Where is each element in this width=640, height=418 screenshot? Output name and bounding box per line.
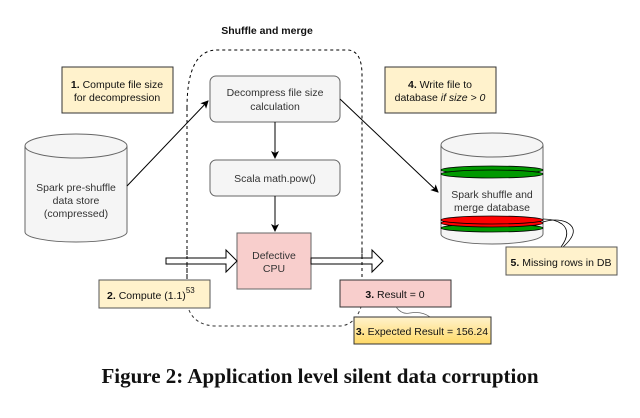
group-title: Shuffle and merge	[221, 25, 313, 37]
db-row-missing	[440, 215, 544, 225]
source-db-label-1: Spark pre-shuffle	[36, 182, 116, 194]
note-step4-line2: database if size > 0	[395, 92, 486, 104]
step5-text: 5. Missing rows in DB	[511, 257, 612, 269]
note-step4-line1: 4. Write file to	[408, 79, 472, 91]
arrow-decompress-to-target	[339, 98, 439, 193]
note-step1: 1. Compute file size for decompression	[61, 66, 174, 114]
scala-mathpow-box: Scala math.pow()	[209, 159, 341, 197]
step4-number: 4.	[408, 79, 417, 91]
source-database: Spark pre-shuffle data store (compressed…	[24, 133, 128, 243]
note-step4: 4. Write file to database if size > 0	[384, 66, 497, 114]
note-step3-result: 3. Result = 0	[339, 279, 452, 308]
cpu-label-2: CPU	[263, 263, 285, 275]
source-db-label-2: data store	[53, 195, 100, 207]
mathpow-label: Scala math.pow()	[234, 173, 316, 185]
step4-text1: Write file to	[420, 79, 472, 91]
shuffle-merge-group-bottom	[188, 306, 362, 327]
input-flow-arrow	[165, 248, 238, 274]
missing-rows-connector	[542, 219, 574, 248]
note-step2-text: 2. Compute (1.1)53	[107, 286, 195, 302]
note-step5: 5. Missing rows in DB	[505, 246, 618, 276]
note-step1-line1: 1. Compute file size	[71, 79, 163, 91]
step1-text2: for decompression	[74, 92, 161, 104]
target-db-label-2: merge database	[454, 202, 530, 214]
step3-expected-text: 3. Expected Result = 156.24	[356, 326, 488, 338]
missing-rows-connector	[542, 218, 568, 248]
figure-caption: Figure 2: Application level silent data …	[101, 364, 539, 388]
step1-number: 1.	[71, 79, 80, 91]
arrow-source-to-decompress	[126, 100, 209, 187]
source-db-label-3: (compressed)	[44, 208, 108, 220]
shuffle-merge-group	[186, 49, 363, 262]
step5-value: Missing rows in DB	[522, 257, 611, 269]
note-step2: 2. Compute (1.1)53	[98, 279, 211, 309]
step3-result-value: Result = 0	[377, 289, 425, 301]
step2-text: Compute (1.1)	[119, 290, 186, 302]
note-step3-expected: 3. Expected Result = 156.24	[353, 316, 492, 345]
step1-text1: Compute file size	[83, 79, 164, 91]
target-db-label-1: Spark shuffle and	[451, 189, 533, 201]
step3-expected-value: Expected Result = 156.24	[368, 326, 489, 338]
target-database: Spark shuffle and merge database	[440, 132, 544, 245]
result-connector	[395, 306, 431, 318]
diagram-canvas: Shuffle and merge Spark pre-shuffle data…	[24, 25, 618, 345]
defective-cpu-box: Defective CPU	[236, 232, 312, 290]
output-flow-arrow	[310, 248, 384, 274]
db-row-ok	[440, 169, 544, 179]
step3-number: 3.	[365, 289, 374, 301]
step5-number: 5.	[511, 257, 520, 269]
decompress-label-2: calculation	[250, 101, 300, 113]
step4-condition: if size > 0	[441, 92, 486, 104]
step3-expected-number: 3.	[356, 326, 365, 338]
decompress-calculation-box: Decompress file size calculation	[209, 75, 341, 123]
step4-text2a: database	[395, 92, 441, 104]
decompress-label-1: Decompress file size	[227, 87, 324, 99]
step2-number: 2.	[107, 290, 116, 302]
step2-exponent: 53	[186, 286, 195, 295]
cpu-label-1: Defective	[252, 250, 296, 262]
step3-result-text: 3. Result = 0	[365, 289, 424, 301]
